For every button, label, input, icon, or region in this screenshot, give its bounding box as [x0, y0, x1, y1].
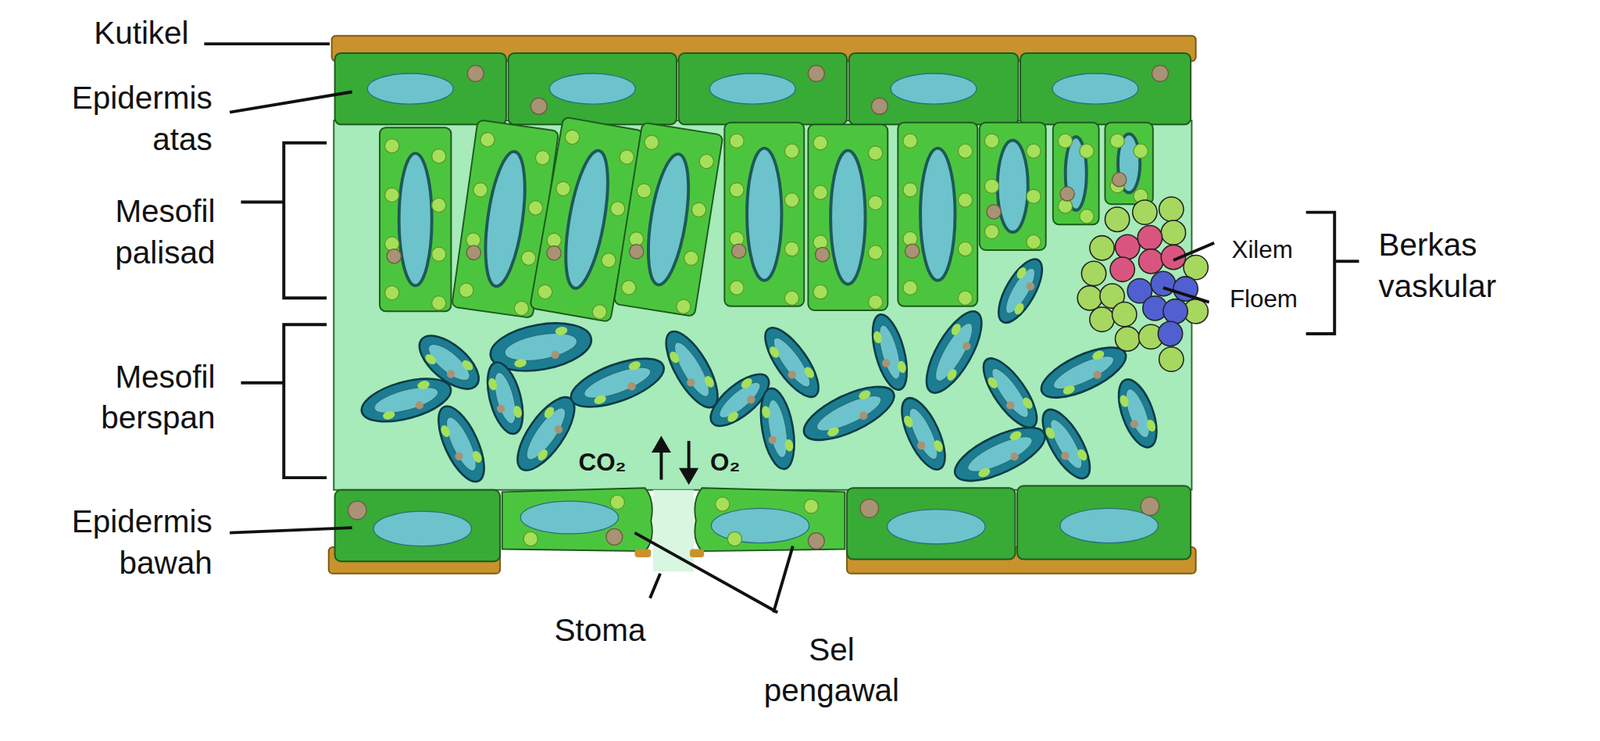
part-label: Epidermis atas: [49, 77, 213, 160]
gas-label: O₂: [710, 446, 751, 479]
gas-label: CO₂: [578, 446, 630, 479]
upper-epidermis: [335, 53, 1192, 125]
phloem-label: Floem: [1229, 283, 1322, 316]
cuticle-label: Kutikel: [15, 12, 190, 54]
xylem-label: Xilem: [1231, 234, 1324, 267]
cuticle: [328, 35, 1197, 574]
stoma-label: Stoma: [528, 609, 672, 651]
lower-epidermis: [335, 485, 1192, 562]
leader-lines: [203, 43, 1359, 612]
gas-exchange-arrows: [653, 438, 697, 482]
tissue-label: Mesofil palisad: [52, 190, 216, 273]
spongy-mesophyll: [357, 252, 1165, 491]
tissue-label: Mesofil berspan: [52, 356, 216, 439]
bundle-label: Berkas vaskular: [1378, 224, 1543, 307]
leaf-interior: [333, 120, 1192, 572]
part-label: Epidermis bawah: [49, 500, 213, 583]
guard-cell-label: Sel pengawal: [750, 628, 914, 711]
vascular-bundle: [1077, 196, 1208, 372]
